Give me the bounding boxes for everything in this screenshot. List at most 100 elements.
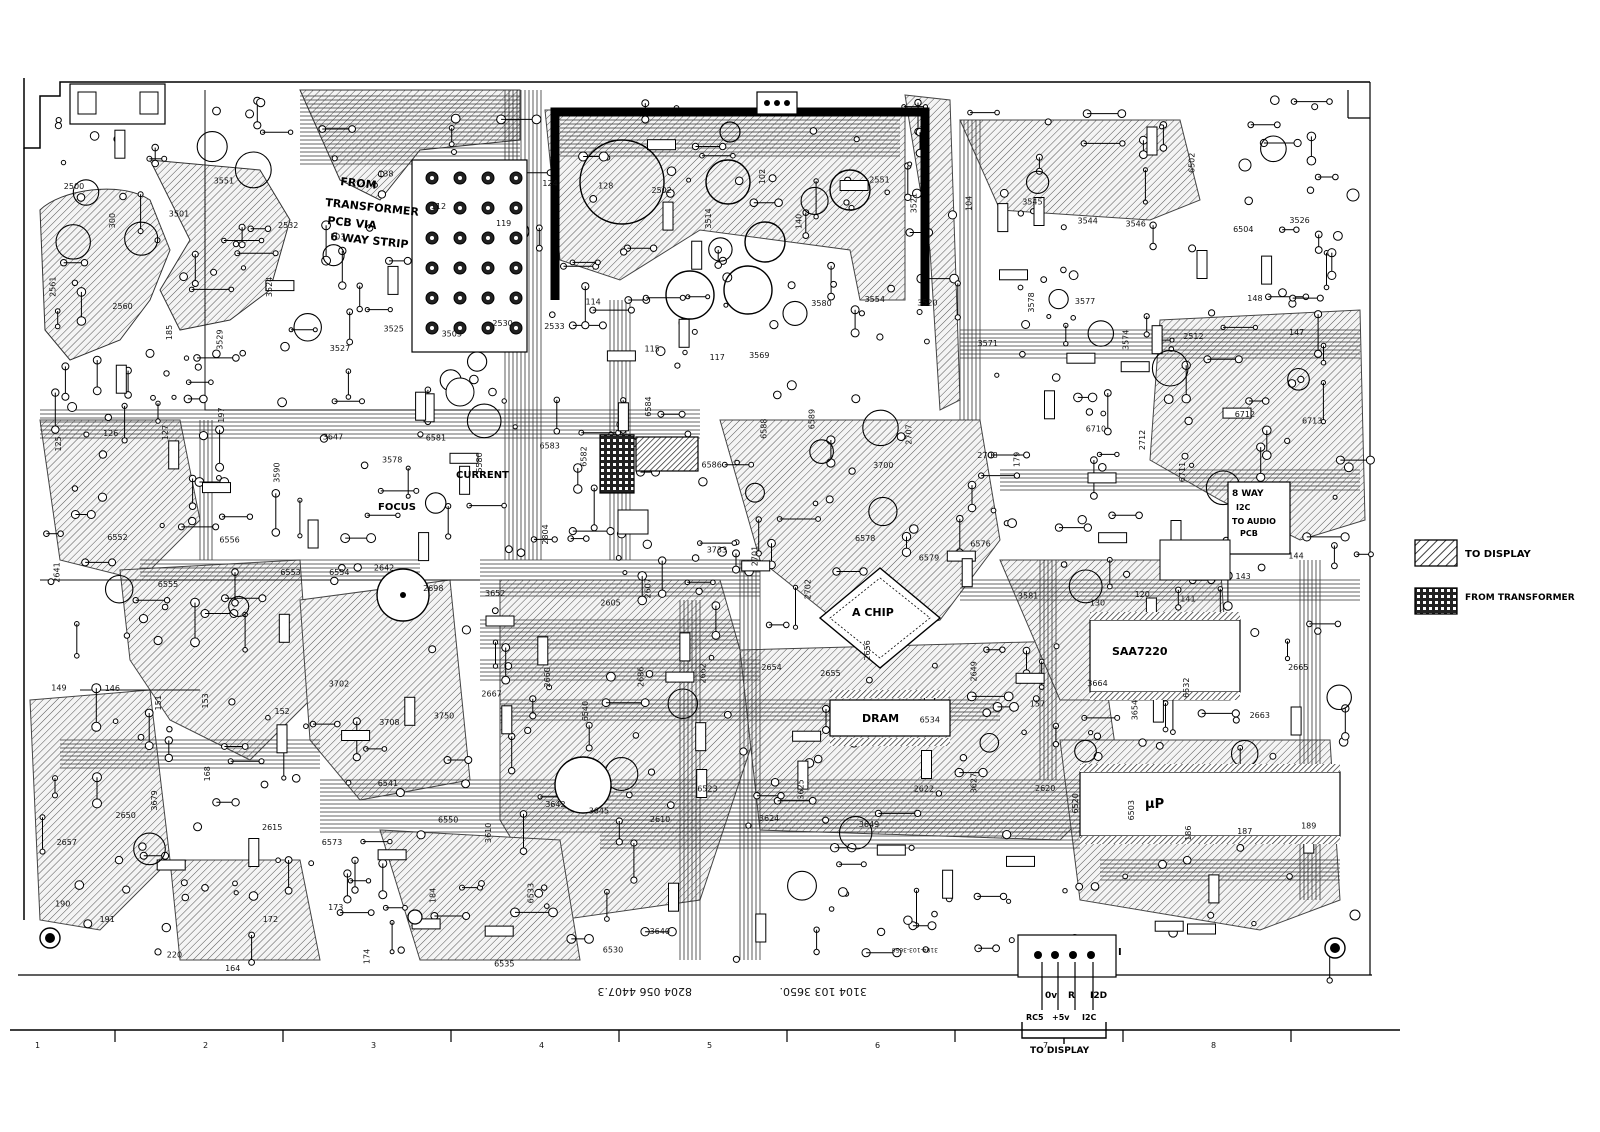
six-way-strip-connector — [411, 159, 528, 353]
component-ref: 168 — [203, 766, 212, 781]
component-ref: 3569 — [749, 351, 769, 360]
component-ref: 157 — [1030, 699, 1045, 708]
component-ref: 3649 — [859, 820, 879, 829]
mounting-features — [39, 83, 1361, 959]
component-ref: 191 — [100, 915, 115, 924]
component-ref: 2686 — [637, 667, 646, 687]
component-ref: 197 — [217, 407, 226, 422]
component-ref: 2707 — [904, 424, 913, 444]
component-ref: 6580 — [475, 452, 484, 472]
component-ref: 2662 — [698, 663, 707, 683]
label-focus: FOCUS — [378, 502, 416, 513]
component-ref: 6576 — [970, 539, 990, 548]
ruler-number: 1 — [35, 1041, 40, 1050]
component-ref: 2654 — [761, 663, 781, 672]
copper-pour — [29, 89, 1366, 961]
component-ref: 126 — [103, 429, 118, 438]
label-dram: DRAM — [862, 712, 899, 725]
component-ref: 6504 — [1233, 225, 1253, 234]
component-ref: 120 — [1135, 590, 1150, 599]
board-serial-code: 8204 056 4407.3 — [598, 985, 692, 998]
component-ref: 3577 — [1075, 297, 1095, 306]
component-ref: 6712 — [1235, 410, 1255, 419]
component-ref: 2649 — [970, 661, 979, 681]
ruler-number: 5 — [707, 1041, 712, 1050]
component-ref: 2665 — [1288, 663, 1308, 672]
component-ref: 184 — [429, 888, 438, 903]
component-ref: 6581 — [426, 434, 446, 443]
legend-swatch-to-display — [1414, 539, 1458, 567]
component-ref: 2512 — [1183, 332, 1203, 341]
component-ref: 147 — [1289, 328, 1304, 337]
component-ref: 6588 — [760, 419, 769, 439]
component-ref: 3546 — [1126, 220, 1146, 229]
eight-way-connector — [1159, 481, 1291, 581]
component-ref: 186 — [1184, 826, 1193, 841]
component-ref: 6540 — [581, 701, 590, 721]
component-ref: 3581 — [1018, 591, 1038, 600]
component-ref: 6583 — [540, 441, 560, 450]
label-pin-i2d: I2D — [1090, 991, 1107, 1001]
component-ref: 3664 — [1087, 679, 1107, 688]
component-ref: 3527 — [330, 344, 350, 353]
component-ref: 3571 — [978, 339, 998, 348]
component-ref: 6710 — [1086, 425, 1106, 434]
component-ref: 151 — [154, 695, 163, 710]
a-chip — [818, 567, 942, 669]
component-ref: 3654 — [1131, 700, 1140, 720]
component-ref: 6552 — [107, 533, 127, 542]
label-eight-way-4: PCB — [1240, 529, 1258, 538]
component-ref: 3624 — [759, 814, 779, 823]
legend: TO DISPLAY FROM TRANSFORMER — [1414, 539, 1575, 615]
component-ref: 2530 — [492, 319, 512, 328]
component-ref: 6502 — [1188, 153, 1197, 173]
label-current: CURRENT — [456, 470, 509, 481]
component-ref: 190 — [55, 899, 70, 908]
component-ref: 2656 — [863, 640, 872, 660]
component-ref: 103 — [330, 233, 345, 242]
component-ref: 127 — [161, 425, 170, 440]
component-ref: 6556 — [219, 535, 239, 544]
component-ref: 3514 — [704, 208, 713, 228]
board-stamp-small: 3104-103-3650 — [891, 946, 938, 953]
component-ref: 3578 — [382, 456, 402, 465]
ruler-number: 6 — [875, 1041, 880, 1050]
ruler-number: 3 — [371, 1041, 376, 1050]
component-ref: 2708 — [977, 451, 997, 460]
component-ref: 3640 — [650, 927, 670, 936]
component-ref: 102 — [758, 169, 767, 184]
component-ref: 164 — [225, 964, 240, 973]
component-ref: 3590 — [273, 462, 282, 482]
board-part-number: 3104 103 3650. — [780, 985, 867, 998]
component-ref: 6534 — [920, 716, 940, 725]
label-eight-way-2: I2C — [1236, 503, 1251, 512]
component-ref: 6589 — [807, 409, 816, 429]
component-ref: 115 — [645, 345, 660, 354]
label-a-chip: A CHIP — [852, 606, 894, 619]
component-ref: 6578 — [855, 534, 875, 543]
component-ref: 130 — [1090, 599, 1105, 608]
label-eight-way-3: TO AUDIO — [1232, 517, 1276, 526]
component-ref: 6573 — [322, 838, 342, 847]
component-ref: 146 — [105, 684, 120, 693]
component-ref: 3526 — [1289, 216, 1309, 225]
component-ref: 6532 — [1182, 678, 1191, 698]
ruler-number: 2 — [203, 1041, 208, 1050]
component-ref: 6520 — [1071, 793, 1080, 813]
component-ref: 3679 — [150, 790, 159, 810]
component-ref: 6711 — [1178, 462, 1187, 482]
ruler-number: 8 — [1211, 1041, 1216, 1050]
component-ref: 187 — [1237, 827, 1252, 836]
component-ref: 140 — [795, 214, 804, 229]
component-ref: 179 — [1012, 452, 1021, 467]
component-ref: 2702 — [804, 579, 813, 599]
component-ref: 6533 — [527, 883, 536, 903]
component-ref: 6503 — [1127, 800, 1136, 820]
component-ref: 2607 — [644, 578, 653, 598]
component-ref: 141 — [1180, 595, 1195, 604]
component-ref: 3520 — [917, 299, 937, 308]
component-ref: 3521 — [909, 193, 918, 213]
